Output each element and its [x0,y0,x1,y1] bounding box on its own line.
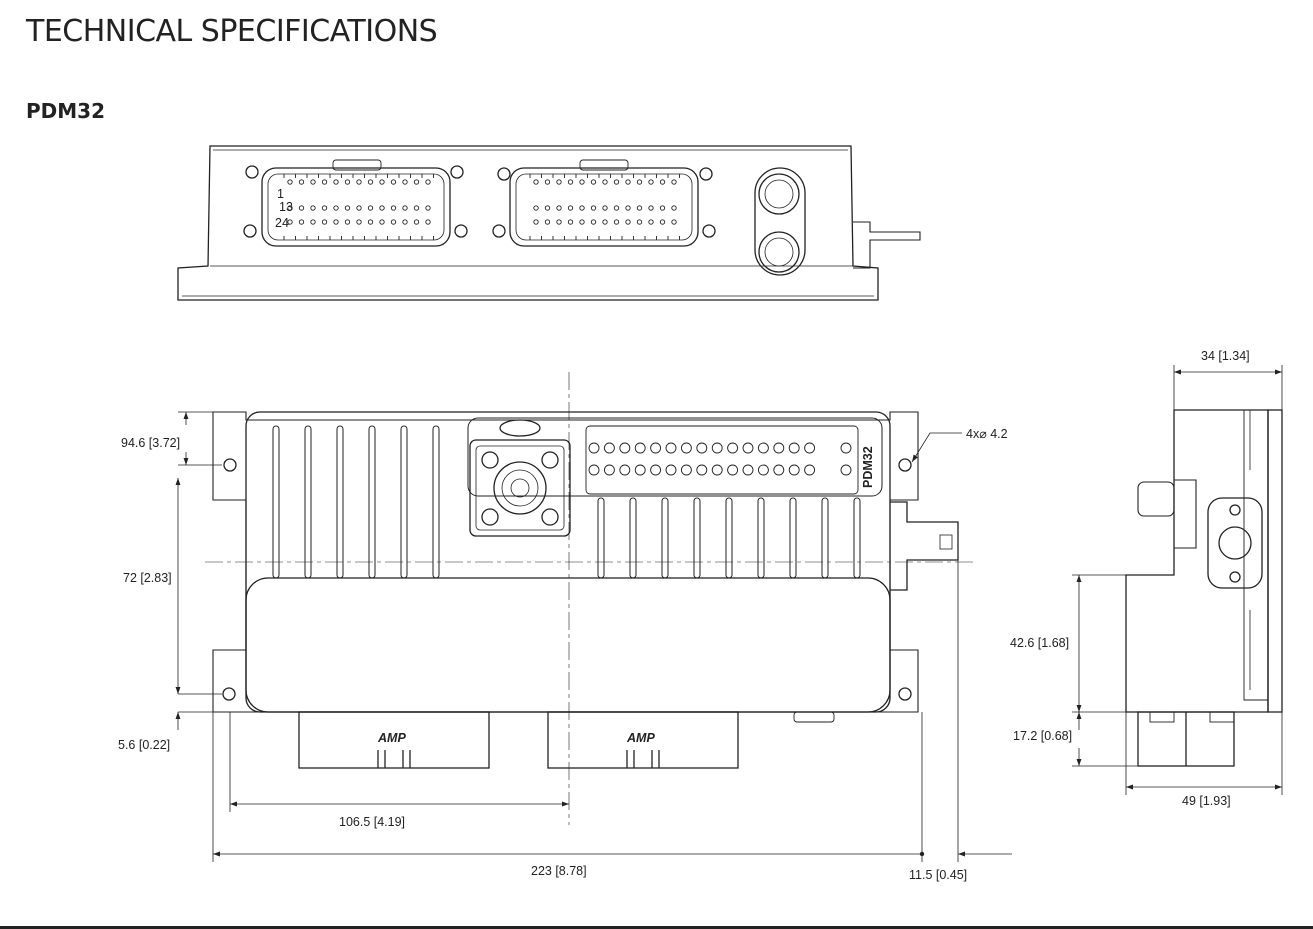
pdm32-side-label: PDM32 [861,446,875,488]
dim-side-height: 42.6 [1.68] [1010,636,1069,650]
dim-width-half: 106.5 [4.19] [339,815,405,829]
pin-label-1: 1 [277,187,284,201]
amp-label-2: AMP [626,731,655,745]
bottom-divider [0,926,1313,929]
page-title: TECHNICAL SPECIFICATIONS [26,14,438,49]
amp-label-1: AMP [377,731,406,745]
product-name: PDM32 [26,99,105,123]
dim-hole-callout: 4x⌀ 4.2 [966,427,1008,441]
top-pin-rows [283,174,680,240]
side-dimensions [1072,365,1283,795]
front-dimensions [175,411,1012,862]
pin-label-24: 24 [275,216,289,230]
dim-height-bottom: 5.6 [0.22] [118,738,170,752]
front-view [205,372,975,825]
dim-height-mid: 72 [2.83] [123,571,172,585]
dim-width-extra: 11.5 [0.45] [909,868,967,882]
dim-width-total: 223 [8.78] [531,864,587,878]
dim-height-total: 94.6 [3.72] [121,436,180,450]
side-view [1125,409,1283,767]
top-view [177,145,921,301]
pin-label-13: 13 [279,200,293,214]
top-connector-1 [243,159,468,247]
top-connector-2 [492,159,716,247]
dim-side-width: 49 [1.93] [1182,794,1231,808]
dim-side-low: 17.2 [0.68] [1013,729,1072,743]
dim-side-depth: 34 [1.34] [1201,349,1250,363]
